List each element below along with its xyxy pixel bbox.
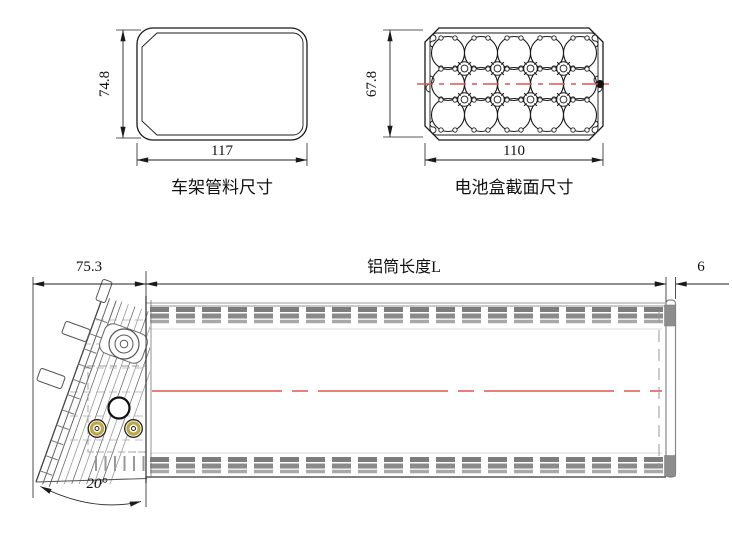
corner-slot [591, 34, 599, 48]
battery-cell [562, 97, 598, 133]
frame-tube-view: 74.8 117 车架管料尺寸 [97, 27, 308, 197]
height-dimension-text: 74.8 [97, 71, 113, 97]
top-latch-tab [95, 279, 113, 303]
extension-lines [116, 29, 141, 139]
battery-box-outer-outline [424, 27, 604, 141]
cap-comb-teeth [95, 456, 145, 471]
corner-slot [429, 120, 437, 134]
cell-junction-bosses [457, 61, 571, 107]
height-dimension-text: 67.8 [364, 71, 380, 97]
terminal-left [87, 419, 107, 438]
junction-boss [556, 92, 571, 107]
terminal-right [124, 419, 143, 438]
frame-tube-caption: 车架管料尺寸 [171, 178, 273, 197]
battery-box-caption: 电池盒截面尺寸 [455, 178, 574, 197]
tilted-end-cap [35, 279, 152, 487]
junction-boss [523, 92, 538, 107]
junction-boss [457, 92, 472, 107]
bottom-rail-slots [150, 457, 665, 474]
width-dimension-text: 117 [211, 143, 233, 159]
side-clamp-tab [36, 368, 66, 389]
frame-tube-outer-outline [136, 27, 308, 141]
charge-port [107, 396, 131, 420]
width-dimension-text: 110 [503, 143, 525, 159]
end-cap-dimension-text: 6 [697, 259, 705, 275]
battery-box-view: 67.8 110 电池盒截面尺寸 [364, 27, 611, 197]
top-rail-slots [150, 307, 665, 324]
side-clamp-tab [61, 321, 91, 342]
cap-length-dimension-text: 75.3 [76, 259, 102, 275]
edge-plug-mark [596, 80, 604, 88]
right-end-cap [658, 299, 677, 478]
tilt-angle-text: 20° [87, 476, 108, 492]
junction-boss [556, 61, 571, 76]
tilt-angle-arc [40, 486, 142, 507]
junction-boss [490, 92, 505, 107]
junction-boss [490, 61, 505, 76]
cap-face-line [35, 295, 104, 483]
corner-slot [429, 34, 437, 48]
cap-bottom-edge [35, 477, 148, 483]
cap-ladder-rungs [39, 317, 108, 476]
corner-slot [591, 120, 599, 134]
tube-length-label: 铝筒长度L [367, 258, 441, 276]
cap-face-line [42, 298, 111, 485]
junction-boss [523, 61, 538, 76]
junction-boss [457, 61, 472, 76]
cap-connector-housing [99, 323, 148, 364]
frame-tube-inner-outline [141, 32, 304, 136]
tube-assembly-view: 75.3 铝筒长度L 6 20° [32, 258, 729, 507]
tube-dimensions: 75.3 铝筒长度L 6 20° [32, 258, 729, 507]
